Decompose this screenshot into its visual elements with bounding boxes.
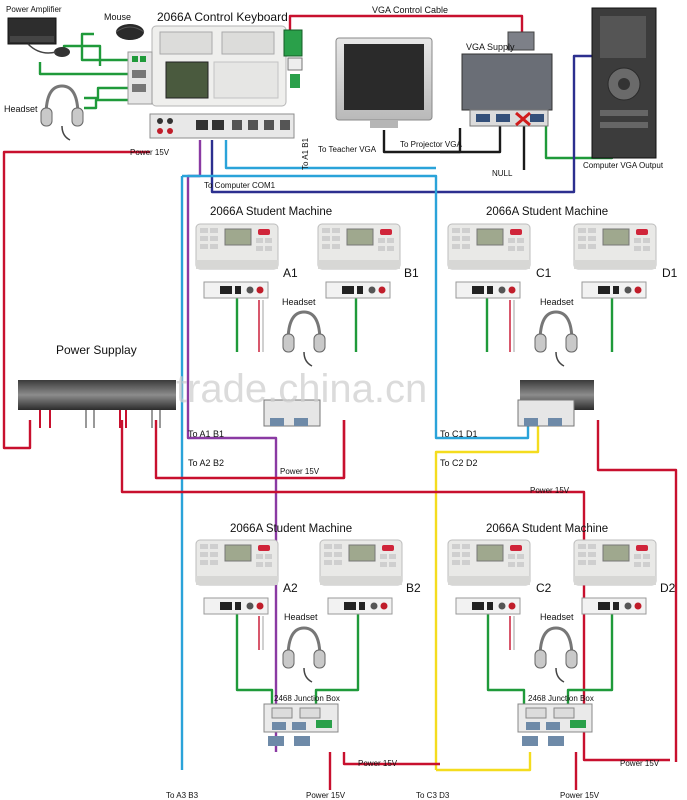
student-machine-title-2: 2066A Student Machine: [486, 206, 608, 218]
control-power-label: Power 15V: [130, 148, 170, 157]
student-device-d1[interactable]: [573, 223, 657, 270]
device-label-d1: D1: [662, 266, 678, 280]
device-label-d2: D2: [660, 581, 676, 595]
port-strip-a1: [203, 281, 269, 299]
mouse[interactable]: [115, 24, 145, 40]
to-a2b2-label: To A2 B2: [188, 458, 224, 468]
headset-icon-a1: [281, 310, 327, 368]
student-machine-title: 2066A Student Machine: [210, 206, 332, 218]
teacher-headset-icon: [39, 84, 85, 142]
to-c1d1-label: To C1 D1: [440, 429, 478, 439]
student-machine-title-3: 2066A Student Machine: [230, 523, 352, 535]
headset-label-a2: Headset: [284, 612, 318, 622]
to-computer-com1-label: To Computer COM1: [204, 181, 276, 190]
headset-label-c1: Headset: [540, 297, 574, 307]
junction-box-left: [263, 703, 339, 733]
vga-supply-label: VGA Supply: [466, 42, 515, 52]
power-label-bottom-left: Power 15V: [358, 759, 398, 768]
junction-top-right: [517, 399, 575, 427]
student-device-a2[interactable]: [195, 539, 279, 586]
wires: [2, 14, 678, 790]
interface-box: [127, 51, 153, 105]
device-label-c2: C2: [536, 581, 552, 595]
headset-label-c2: Headset: [540, 612, 574, 622]
power-amplifier-label: Power Amplifier: [6, 5, 62, 14]
power-supply: [18, 380, 176, 428]
headset-icon-a2: [281, 626, 327, 684]
headset-icon-c1: [533, 310, 579, 368]
vga-control-connector: [283, 29, 303, 88]
watermark: trade.china.cn: [176, 367, 427, 411]
wire-purple: [186, 140, 278, 752]
device-label-b1: B1: [404, 266, 419, 280]
student-device-d2[interactable]: [573, 539, 657, 586]
null-label: NULL: [492, 169, 513, 178]
computer-tower: [591, 7, 657, 159]
teacher-monitor: [335, 37, 433, 128]
device-label-b2: B2: [406, 581, 421, 595]
headset-label-a1: Headset: [282, 297, 316, 307]
port-strip-d2: [581, 597, 647, 615]
student-device-c1[interactable]: [447, 223, 531, 270]
control-back-panel: [149, 113, 295, 139]
student-device-b2[interactable]: [319, 539, 403, 586]
computer-vga-output-label: Computer VGA Output: [583, 161, 664, 170]
port-strip-b2: [327, 597, 393, 615]
junction-box-label-left: 2468 Junction Box: [274, 694, 340, 703]
wire-com1: [210, 54, 600, 194]
vga-control-cable-label: VGA Control Cable: [372, 5, 448, 15]
null-mark-icon: [515, 111, 531, 127]
junction-box-label-right: 2468 Junction Box: [528, 694, 594, 703]
to-c3d3-label: To C3 D3: [416, 791, 450, 800]
power-label-top-left: Power 15V: [280, 467, 320, 476]
power-label-bottom-right: Power 15V: [620, 759, 660, 768]
power-label-bottom-right-2: Power 15V: [560, 791, 600, 800]
headset-icon-c2: [533, 626, 579, 684]
to-a1b1-label: To A1 B1: [188, 429, 224, 439]
student-device-a1[interactable]: [195, 223, 279, 270]
device-label-a2: A2: [283, 581, 298, 595]
junction-ports-right: [522, 736, 564, 746]
port-strip-d1: [581, 281, 647, 299]
power-supply-label: Power Supplay: [56, 343, 137, 357]
device-label-a1: A1: [283, 266, 298, 280]
power-amplifier: [7, 17, 70, 57]
port-strip-a2: [203, 597, 269, 615]
port-strip-c1: [455, 281, 521, 299]
junction-ports-left: [268, 736, 310, 746]
headset-label: Headset: [4, 104, 38, 114]
control-keyboard-label: 2066A Control Keyboard: [157, 10, 288, 24]
control-keyboard[interactable]: [151, 25, 287, 107]
port-strip-b1: [325, 281, 391, 299]
junction-box-right: [517, 703, 593, 733]
to-teacher-vga-label: To Teacher VGA: [318, 145, 377, 154]
student-machine-title-4: 2066A Student Machine: [486, 523, 608, 535]
junction-top-left: [263, 399, 321, 427]
student-device-c2[interactable]: [447, 539, 531, 586]
power-label-bottom-left-2: Power 15V: [306, 791, 346, 800]
power-label-top-right: Power 15V: [530, 486, 570, 495]
device-label-c1: C1: [536, 266, 552, 280]
student-device-b1[interactable]: [317, 223, 401, 270]
to-c2d2-label: To C2 D2: [440, 458, 478, 468]
to-a1b1-vertical-label: To A1 B1: [301, 137, 310, 170]
wire-control-power: [2, 150, 150, 450]
mouse-label: Mouse: [104, 12, 131, 22]
to-projector-vga-label: To Projector VGA: [400, 140, 462, 149]
to-a3b3-label: To A3 B3: [166, 791, 199, 800]
wire-vga-control: [288, 14, 524, 38]
port-strip-c2: [455, 597, 521, 615]
